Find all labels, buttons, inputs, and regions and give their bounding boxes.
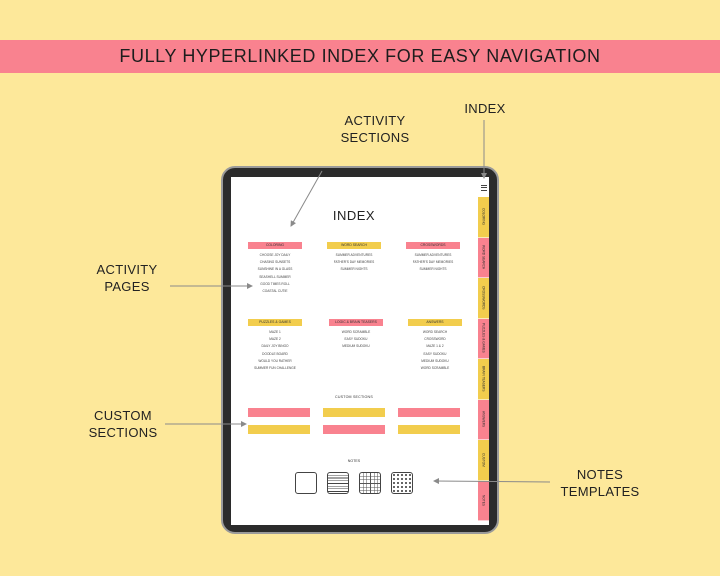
- notes-title: NOTES: [347, 459, 361, 463]
- page-link[interactable]: DAILY JOY BINGO: [261, 344, 289, 349]
- section-link-puzzles-games[interactable]: PUZZLES & GAMES: [248, 319, 302, 326]
- page-link[interactable]: COASTAL CUTIE: [262, 289, 288, 294]
- side-tab[interactable]: CUSTOM: [478, 440, 489, 481]
- page-link[interactable]: WORD SCRAMBLE: [420, 366, 450, 371]
- callout-notes-templates: NOTES TEMPLATES: [560, 467, 640, 499]
- callout-activity-sections: ACTIVITY SECTIONS: [340, 113, 410, 145]
- page-link[interactable]: MEDIUM SUDOKU: [421, 358, 449, 363]
- page-link[interactable]: CHASING SUNSETS: [259, 260, 291, 265]
- section-crosswords: CROSSWORDS SUMMER ADVENTURES FATHER'S DA…: [406, 242, 460, 274]
- section-link-logic-brain-teasers[interactable]: LOGIC & BRAIN TEASERS: [329, 319, 383, 326]
- page-link[interactable]: SUNSHINE IN A GLASS: [257, 267, 293, 272]
- page-link[interactable]: SUMMER FUN CHALLENGE: [254, 366, 296, 371]
- page-link[interactable]: WORD SEARCH: [422, 330, 448, 334]
- side-tab-bar: COLORING WORD SEARCH CROSSWORDS PUZZLES …: [478, 197, 489, 521]
- banner: FULLY HYPERLINKED INDEX FOR EASY NAVIGAT…: [0, 40, 720, 73]
- side-tab[interactable]: PUZZLES & GAMES: [478, 318, 489, 359]
- section-puzzles-games: PUZZLES & GAMES MAZE 1 MAZE 2 DAILY JOY …: [248, 319, 302, 372]
- custom-section-slot[interactable]: [323, 408, 385, 417]
- page-link[interactable]: FATHER'S DAY MEMORIES: [412, 260, 454, 265]
- side-tab[interactable]: COLORING: [478, 197, 489, 238]
- side-tab[interactable]: NOTES: [478, 480, 489, 521]
- page-link[interactable]: SEASHELL SUMMER: [259, 274, 291, 279]
- section-link-crosswords[interactable]: CROSSWORDS: [406, 242, 460, 249]
- page-link[interactable]: WOULD YOU RATHER: [258, 358, 292, 363]
- custom-section-slot[interactable]: [398, 408, 460, 417]
- callout-activity-pages: ACTIVITY PAGES: [96, 262, 158, 294]
- callout-index: INDEX: [464, 101, 506, 116]
- section-answers: ANSWERS WORD SEARCH CROSSWORD MAZE 1 & 2…: [408, 319, 462, 372]
- page-link[interactable]: SUMMER NIGHTS: [419, 267, 447, 272]
- page-link[interactable]: EASY SUDOKU: [344, 337, 368, 342]
- grid-template-icon[interactable]: [359, 472, 381, 494]
- custom-section-slot[interactable]: [248, 425, 310, 434]
- page-link[interactable]: EASY SUDOKU: [423, 351, 447, 356]
- page-link[interactable]: CHOOSE JOY DAILY: [259, 253, 291, 257]
- page-link[interactable]: FATHER'S DAY MEMORIES: [333, 260, 375, 265]
- page-link[interactable]: SUMMER NIGHTS: [340, 267, 368, 272]
- page-link[interactable]: MEDIUM SUDOKU: [342, 344, 370, 349]
- section-link-word-search[interactable]: WORD SEARCH: [327, 242, 381, 249]
- index-title: INDEX: [332, 208, 376, 223]
- section-link-answers[interactable]: ANSWERS: [408, 319, 462, 326]
- section-link-coloring[interactable]: COLORING: [248, 242, 302, 249]
- page-link[interactable]: MAZE 1: [269, 330, 281, 334]
- callout-custom-sections: CUSTOM SECTIONS: [88, 408, 158, 440]
- side-tab[interactable]: ANSWERS: [478, 399, 489, 440]
- banner-title: FULLY HYPERLINKED INDEX FOR EASY NAVIGAT…: [119, 46, 601, 66]
- section-logic-brain-teasers: LOGIC & BRAIN TEASERS WORD SCRAMBLE EASY…: [329, 319, 383, 351]
- side-tab[interactable]: BRAIN TEASERS: [478, 359, 489, 400]
- page-link[interactable]: DOODLE BOARD: [262, 351, 288, 356]
- dot-grid-template-icon[interactable]: [391, 472, 413, 494]
- lined-template-icon[interactable]: [327, 472, 349, 494]
- custom-section-slot[interactable]: [323, 425, 385, 434]
- tablet-screen: [231, 177, 489, 525]
- page-link[interactable]: SUMMER ADVENTURES: [335, 253, 373, 257]
- section-word-search: WORD SEARCH SUMMER ADVENTURES FATHER'S D…: [327, 242, 381, 274]
- page-link[interactable]: GOOD TIMES ROLL: [260, 281, 290, 286]
- page-link[interactable]: WORD SCRAMBLE: [341, 330, 371, 334]
- page-link[interactable]: MAZE 2: [269, 337, 281, 342]
- side-tab[interactable]: CROSSWORDS: [478, 278, 489, 319]
- custom-section-slot[interactable]: [398, 425, 460, 434]
- custom-sections-title: CUSTOM SECTIONS: [335, 395, 373, 399]
- page-link[interactable]: MAZE 1 & 2: [426, 344, 444, 349]
- hamburger-menu-icon[interactable]: [481, 185, 487, 191]
- section-coloring: COLORING CHOOSE JOY DAILY CHASING SUNSET…: [248, 242, 302, 295]
- page-link[interactable]: SUMMER ADVENTURES: [414, 253, 452, 257]
- blank-template-icon[interactable]: [295, 472, 317, 494]
- custom-section-slot[interactable]: [248, 408, 310, 417]
- page-link[interactable]: CROSSWORD: [424, 337, 446, 342]
- side-tab[interactable]: WORD SEARCH: [478, 237, 489, 278]
